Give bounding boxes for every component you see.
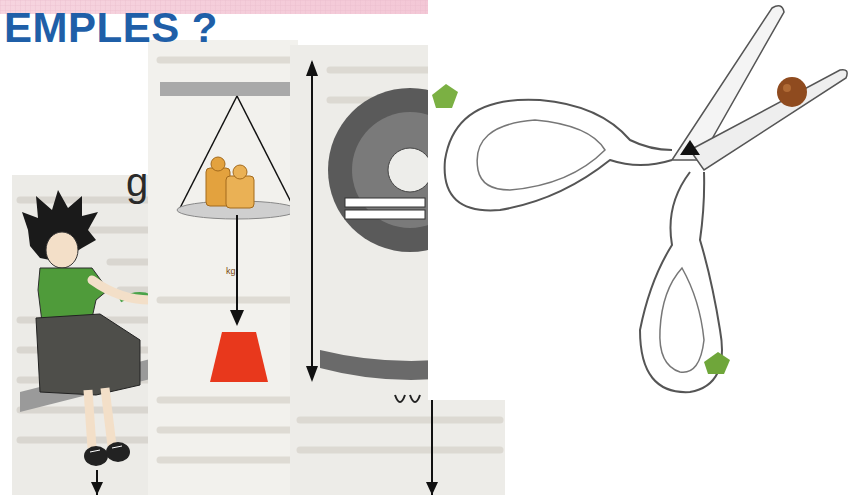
slide-title: EMPLES ? (4, 4, 218, 52)
balance-picture (148, 40, 298, 495)
scissors-picture (428, 0, 850, 400)
partial-letter: g (126, 160, 148, 205)
weight-mark: kg (226, 266, 236, 276)
